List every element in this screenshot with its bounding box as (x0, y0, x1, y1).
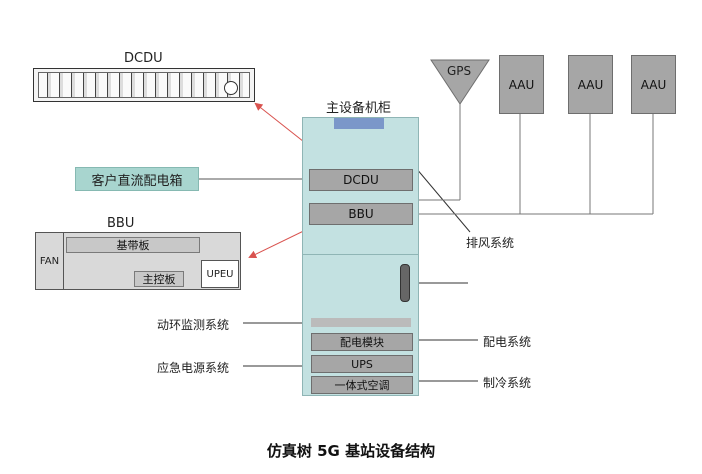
cabinet-title: 主设备机柜 (326, 101, 392, 116)
dcdu-knob-icon (224, 81, 238, 95)
main-cabinet: DCDU BBU 配电模块 UPS 一体式空调 (302, 117, 419, 396)
gps-antenna (430, 59, 490, 105)
cooling-system-label: 制冷系统 (483, 376, 532, 390)
cabinet-ups: UPS (311, 355, 413, 373)
aau-unit-3: AAU (631, 55, 676, 114)
cabinet-divider (303, 254, 418, 255)
cabinet-vent (334, 118, 384, 129)
aau-unit-1: AAU (499, 55, 544, 114)
dcdu-device (33, 68, 255, 102)
cabinet-door-handle (400, 264, 410, 302)
bbu-fan: FAN (36, 233, 64, 289)
bbu-panel-title: BBU (107, 216, 135, 231)
bbu-panel: FAN 基带板 主控板 UPEU (35, 232, 241, 290)
cabinet-aircon: 一体式空调 (311, 376, 413, 394)
power-distribution-label: 配电系统 (483, 335, 532, 349)
cabinet-env-monitor-bar (311, 318, 411, 327)
diagram-caption: 仿真树 5G 基站设备结构 (266, 442, 436, 460)
cabinet-bbu: BBU (309, 203, 413, 225)
cabinet-power-module: 配电模块 (311, 333, 413, 351)
bbu-upeu: UPEU (201, 260, 239, 288)
env-monitor-label: 动环监测系统 (157, 318, 230, 332)
aau-unit-2: AAU (568, 55, 613, 114)
emergency-power-label: 应急电源系统 (157, 361, 230, 375)
bbu-main-control-board: 主控板 (134, 271, 184, 287)
bbu-baseband-board: 基带板 (66, 237, 200, 253)
cabinet-dcdu: DCDU (309, 169, 413, 191)
customer-dc-box-label: 客户直流配电箱 (91, 173, 183, 189)
customer-dc-box: 客户直流配电箱 (75, 167, 199, 191)
gps-label: GPS (447, 64, 472, 78)
exhaust-system-label: 排风系统 (466, 236, 515, 250)
dcdu-device-title: DCDU (124, 51, 163, 66)
